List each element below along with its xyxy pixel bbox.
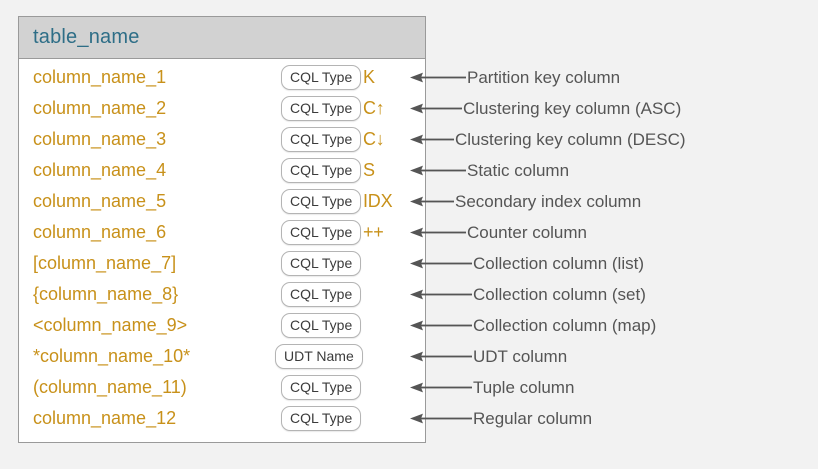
table-name: table_name (33, 26, 140, 48)
column-name: [column_name_7] (33, 253, 177, 273)
annotation-label: Counter column (467, 222, 588, 242)
annotation-row: Secondary index column (410, 186, 641, 217)
annotation-row: Regular column (410, 403, 592, 434)
column-name: *column_name_10* (33, 346, 191, 366)
type-pill: CQL Type (281, 375, 362, 400)
annotation-row: Clustering key column (ASC) (410, 93, 681, 124)
annotation-row: Clustering key column (DESC) (410, 124, 686, 155)
table-row: (column_name_11) CQL Type (19, 372, 425, 403)
column-marker: ++ (363, 222, 384, 242)
table-header: table_name (19, 17, 425, 59)
annotation-label: Secondary index column (455, 191, 642, 211)
annotation-row: Collection column (set) (410, 279, 646, 310)
annotation-row: Collection column (list) (410, 248, 644, 279)
column-name: column_name_3 (33, 129, 167, 149)
table-row: <column_name_9> CQL Type (19, 310, 425, 341)
annotation-label: Partition key column (467, 67, 621, 87)
type-pill: CQL Type (281, 220, 362, 245)
column-marker: IDX (363, 191, 393, 211)
annotation-label: Clustering key column (DESC) (455, 129, 686, 149)
column-name: column_name_6 (33, 222, 167, 242)
annotation-row: UDT column (410, 341, 567, 372)
type-pill: CQL Type (281, 96, 362, 121)
column-name: column_name_2 (33, 98, 167, 118)
type-pill: CQL Type (281, 158, 362, 183)
column-marker: C↑ (363, 98, 385, 118)
table-row: {column_name_8} CQL Type (19, 279, 425, 310)
type-pill: CQL Type (281, 251, 362, 276)
column-marker: K (363, 67, 375, 87)
type-pill: CQL Type (281, 189, 362, 214)
column-name: {column_name_8} (33, 284, 179, 304)
annotation-row: Static column (410, 155, 569, 186)
type-pill: CQL Type (281, 406, 362, 431)
annotation-row: Collection column (map) (410, 310, 656, 341)
table-row: [column_name_7] CQL Type (19, 248, 425, 279)
annotation-label: Static column (467, 160, 570, 180)
column-name: column_name_12 (33, 408, 177, 428)
column-name: (column_name_11) (33, 377, 187, 397)
table-row: column_name_6 CQL Type++ (19, 217, 425, 248)
annotation-label: Collection column (map) (473, 315, 657, 335)
annotation-row: Tuple column (410, 372, 574, 403)
column-name: column_name_5 (33, 191, 167, 211)
type-pill: UDT Name (275, 344, 363, 369)
annotation-label: Collection column (set) (473, 284, 646, 304)
annotation-row: Partition key column (410, 62, 620, 93)
annotation-label: Tuple column (473, 377, 575, 397)
column-name: column_name_1 (33, 67, 167, 87)
type-pill: CQL Type (281, 282, 362, 307)
column-name: <column_name_9> (33, 315, 188, 335)
column-marker: S (363, 160, 375, 180)
column-marker: C↓ (363, 129, 385, 149)
table-row: *column_name_10* UDT Name (19, 341, 425, 372)
column-name: column_name_4 (33, 160, 167, 180)
type-pill: CQL Type (281, 65, 362, 90)
annotation-label: UDT column (473, 346, 568, 366)
annotation-row: Counter column (410, 217, 587, 248)
type-pill: CQL Type (281, 127, 362, 152)
type-pill: CQL Type (281, 313, 362, 338)
table-row: column_name_12 CQL Type (19, 403, 425, 434)
annotation-label: Regular column (473, 408, 593, 428)
annotation-label: Collection column (list) (473, 253, 644, 273)
annotation-label: Clustering key column (ASC) (463, 98, 682, 118)
